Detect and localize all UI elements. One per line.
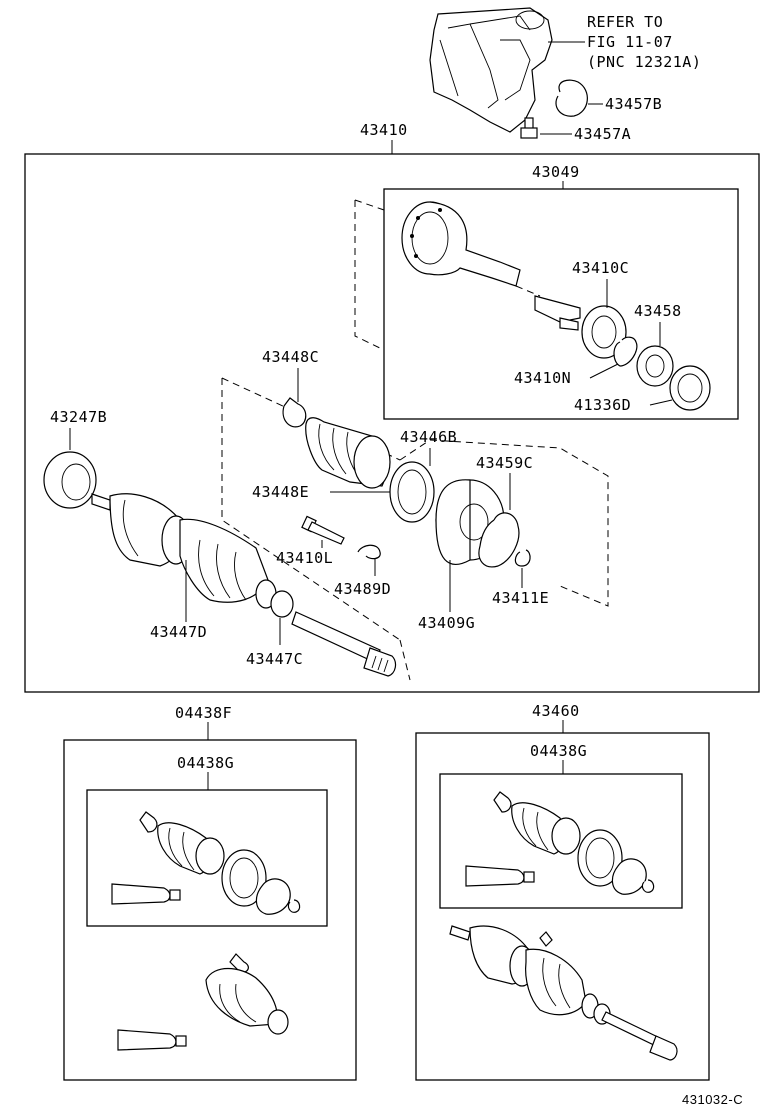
- label-43460: 43460: [532, 702, 580, 720]
- label-43458: 43458: [634, 302, 682, 320]
- label-43448E: 43448E: [252, 483, 309, 501]
- label-43447C: 43447C: [246, 650, 303, 668]
- label-43247B: 43247B: [50, 408, 107, 426]
- refer-note-line3: (PNC 12321A): [587, 53, 701, 71]
- bolt-43457A-drawing: [520, 117, 538, 139]
- label-43459C: 43459C: [476, 454, 533, 472]
- label-43410C: 43410C: [572, 259, 629, 277]
- boot-clamp-43448C-drawing: [282, 397, 307, 428]
- label-43457B: 43457B: [605, 95, 662, 113]
- label-43410: 43410: [360, 121, 408, 139]
- bolt-43410L-drawing: [301, 515, 345, 545]
- inner-joint-housing-drawing: [401, 201, 521, 287]
- kit-box-04438G-left: [86, 789, 328, 927]
- kit-box-04438G-right: [439, 773, 683, 909]
- refer-note-line2: FIG 11-07: [587, 33, 673, 51]
- kit-box-04438F: [63, 739, 357, 1081]
- assembly-box-43410: [24, 153, 760, 693]
- refer-note-line1: REFER TO: [587, 13, 663, 31]
- transmission-housing-drawing: [429, 7, 553, 133]
- label-04438G-right: 04438G: [530, 742, 587, 760]
- dust-seal-43247B-drawing: [43, 451, 97, 509]
- outer-cv-joint-drawing: [91, 493, 294, 618]
- snap-ring-43457B-drawing: [555, 79, 588, 117]
- boot-ring-43459C-drawing: [478, 512, 520, 568]
- label-41336D: 41336D: [574, 396, 631, 414]
- label-43410L: 43410L: [276, 549, 333, 567]
- circlip-43411E-drawing: [514, 549, 531, 567]
- shaft-43410C-drawing: [534, 295, 627, 359]
- clamp-43446B-drawing: [389, 461, 435, 523]
- boot-kit-left-drawing: [111, 811, 301, 915]
- label-04438F: 04438F: [175, 704, 232, 722]
- label-43409G: 43409G: [418, 614, 475, 632]
- boot-kit-right-drawing: [465, 791, 655, 895]
- label-43457A: 43457A: [574, 125, 631, 143]
- oil-seal-41336D-drawing: [669, 365, 711, 411]
- label-43049: 43049: [532, 163, 580, 181]
- label-43411E: 43411E: [492, 589, 549, 607]
- figure-id: 431032-C: [682, 1092, 743, 1107]
- label-43446B: 43446B: [400, 428, 457, 446]
- drive-shaft-drawing: [291, 611, 397, 677]
- kit-box-43460: [415, 732, 710, 1081]
- label-04438G-left: 04438G: [177, 754, 234, 772]
- clip-43489D-drawing: [357, 544, 381, 560]
- label-43448C: 43448C: [262, 348, 319, 366]
- snap-ring-43410N-drawing: [613, 336, 638, 367]
- inner-boot-drawing: [305, 417, 391, 489]
- outer-boot-left-drawing: [117, 953, 289, 1051]
- bearing-43458-drawing: [636, 345, 674, 387]
- assembly-box-43049: [383, 188, 739, 420]
- label-43410N: 43410N: [514, 369, 571, 387]
- label-43447D: 43447D: [150, 623, 207, 641]
- label-43489D: 43489D: [334, 580, 391, 598]
- shaft-assembly-right-drawing: [449, 925, 678, 1061]
